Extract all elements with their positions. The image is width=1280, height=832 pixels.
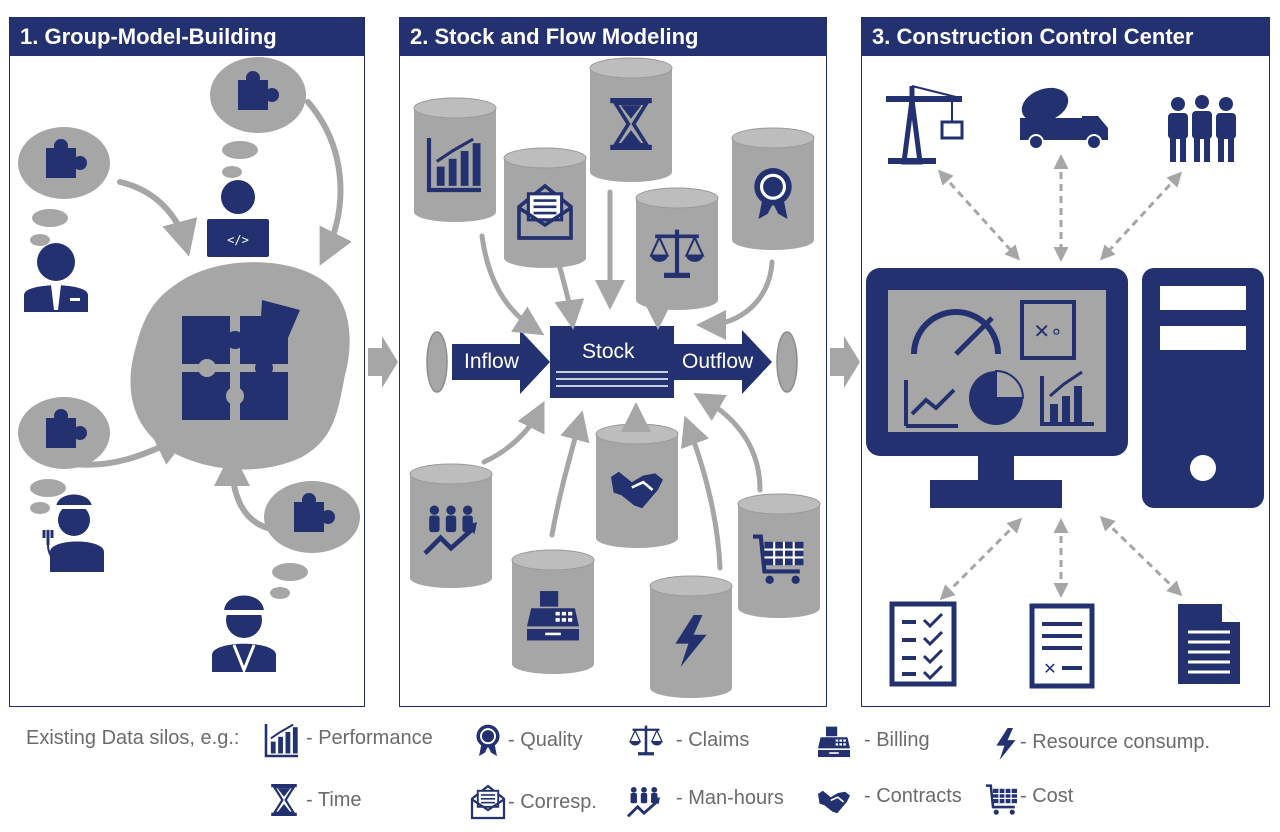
source-cloud-icon: [426, 331, 448, 393]
legend-label-resource: - Resource consump.: [1020, 731, 1211, 753]
svg-text:✕∘: ✕∘: [1033, 319, 1062, 343]
thought-cloud-icon: [264, 481, 360, 599]
stock-box: [550, 326, 674, 398]
data-silo-cylinder: [737, 493, 821, 618]
legend-label-claims: - Claims: [676, 729, 750, 751]
construction-worker-icon: [212, 595, 276, 675]
legend-intro: Existing Data silos, e.g.:: [26, 727, 240, 749]
concrete-mixer-truck-icon: [1020, 87, 1108, 150]
svg-text:✕: ✕: [1043, 659, 1056, 678]
thought-cloud-icon: [18, 397, 110, 514]
data-silo-cylinder: [649, 575, 733, 698]
legend-label-contracts: - Contracts: [864, 785, 962, 807]
data-silo-cylinder: [511, 549, 595, 674]
hourglass-icon: [271, 784, 297, 816]
award-ribbon-icon: [754, 168, 792, 219]
thought-cloud-icon: [18, 127, 110, 246]
data-arrows: [479, 189, 775, 571]
svg-text:</>: </>: [227, 233, 249, 247]
data-silo-cylinder: [409, 463, 493, 588]
checklist-document-icon: [889, 601, 957, 687]
outflow-label: Outflow: [682, 350, 754, 373]
bar-chart-icon: [264, 723, 298, 758]
envelope-icon: [470, 784, 506, 820]
handshake-icon: [818, 790, 850, 814]
scales-icon: [629, 725, 663, 756]
inflow-arrow: [452, 330, 550, 394]
legend-label-man-hours: - Man-hours: [676, 787, 784, 809]
lightning-icon: [675, 615, 707, 667]
thought-cloud-icon: [210, 57, 306, 178]
man-hours-icon: [423, 505, 477, 556]
legend-label-time: - Time: [306, 789, 362, 811]
lightning-icon: [996, 728, 1016, 760]
dashed-link-arrows: [937, 154, 1183, 601]
programmer-person-icon: </>: [205, 180, 271, 259]
next-step-arrow-icon: [368, 336, 398, 388]
inflow-label: Inflow: [464, 350, 519, 373]
envelope-icon: [517, 183, 573, 240]
outflow-arrow: [674, 330, 772, 394]
legend-label-billing: - Billing: [864, 729, 930, 751]
crane-icon: [886, 85, 964, 165]
puzzle-blob-icon: [130, 262, 350, 470]
data-silo-cylinder: [413, 97, 497, 222]
data-silo-cylinder: [503, 147, 587, 268]
data-silo-cylinder: [595, 423, 679, 548]
shopping-cart-icon: [986, 784, 1018, 815]
handshake-icon: [611, 471, 663, 509]
cash-register-icon: [818, 726, 850, 758]
stock-label: Stock: [582, 340, 635, 363]
businessman-icon: [24, 243, 88, 312]
data-silo-cylinder: [635, 187, 719, 310]
man-hours-icon: [626, 786, 660, 818]
hourglass-icon: [610, 98, 652, 150]
legend-label-corresp: - Corresp.: [508, 791, 597, 813]
report-document-icon: ✕: [1029, 603, 1095, 689]
legend-label-cost: - Cost: [1020, 785, 1074, 807]
cash-register-icon: [527, 591, 579, 641]
scales-icon: [649, 229, 705, 278]
panel-title-stock-flow: 2. Stock and Flow Modeling: [400, 18, 826, 56]
legend-label-quality: - Quality: [508, 729, 583, 751]
shopping-cart-icon: [753, 534, 804, 584]
data-silo-cylinder: [731, 127, 815, 250]
text-file-icon: [1178, 604, 1240, 684]
legend-label-performance: - Performance: [306, 727, 433, 749]
panel-title-control-center: 3. Construction Control Center: [862, 18, 1269, 56]
award-ribbon-icon: [476, 724, 500, 756]
electrician-icon: [42, 494, 104, 573]
team-people-icon: [1168, 95, 1236, 162]
feedback-arrows: [63, 99, 352, 531]
sink-cloud-icon: [776, 331, 798, 393]
monitor-dashboard-icon: ✕∘: [866, 268, 1128, 508]
computer-tower-icon: [1142, 268, 1264, 508]
data-silo-cylinder: [589, 57, 673, 182]
bar-chart-icon: [426, 137, 481, 193]
next-step-arrow-icon: [830, 336, 860, 388]
panel-title-group-model-building: 1. Group-Model-Building: [10, 18, 364, 56]
